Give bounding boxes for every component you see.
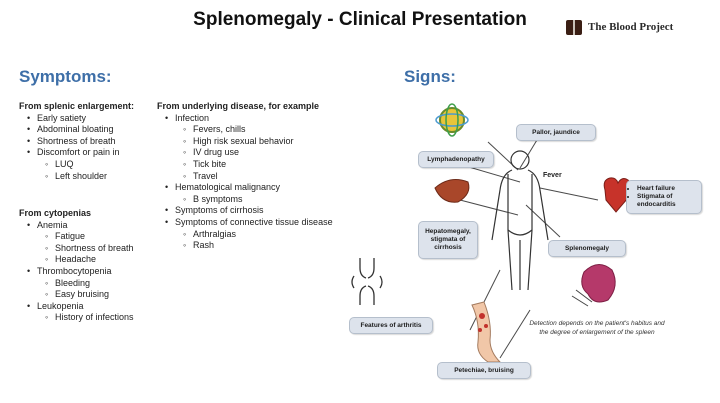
group-heading: From splenic enlargement: <box>19 101 135 111</box>
cytopenias-group: From cytopenias AnemiaFatigueShortness o… <box>19 208 169 324</box>
heart-sign-list: Heart failure Stigmata of endocarditis <box>627 185 701 209</box>
sub-item: IV drug use <box>157 147 367 159</box>
list-item: Infection <box>157 113 367 125</box>
human-body-icon <box>491 150 549 291</box>
list-item: Anemia <box>19 220 169 232</box>
knee-joint-icon <box>351 258 383 305</box>
sign-splenomegaly: Splenomegaly <box>548 240 626 257</box>
sign-petechiae: Petechiae, bruising <box>437 362 531 379</box>
group-heading: From cytopenias <box>19 208 92 218</box>
list-item: Symptoms of connective tissue disease <box>157 217 367 229</box>
sub-item: Left shoulder <box>19 171 169 183</box>
list-item: Thrombocytopenia <box>19 266 169 278</box>
heart-sign-item: Stigmata of endocarditis <box>637 193 701 209</box>
list-item: Discomfort or pain in <box>19 147 169 159</box>
underlying-disease-group: From underlying disease, for example Inf… <box>157 101 367 252</box>
sub-item: Travel <box>157 171 367 183</box>
spleen-detection-note: Detection depends on the patient's habit… <box>529 320 665 336</box>
group-heading: From underlying disease, for example <box>157 101 320 111</box>
sub-item: Headache <box>19 254 169 266</box>
sub-item: Rash <box>157 240 367 252</box>
lymph-node-icon <box>435 103 469 137</box>
sub-item: Easy bruising <box>19 289 169 301</box>
spleen-icon <box>571 264 616 307</box>
symptoms-heading: Symptoms: <box>19 67 112 86</box>
list-item: Early satiety <box>19 113 169 125</box>
signs-diagram <box>351 103 632 363</box>
symptom-list: InfectionFevers, chillsHigh risk sexual … <box>157 113 367 252</box>
sub-item: Shortness of breath <box>19 243 169 255</box>
sub-item: Fatigue <box>19 231 169 243</box>
liver-icon <box>434 179 470 203</box>
list-item: Abdominal bloating <box>19 124 169 136</box>
splenic-enlargement-group: From splenic enlargement: Early satietyA… <box>19 101 169 182</box>
list-item: Shortness of breath <box>19 136 169 148</box>
page-title: Splenomegaly - Clinical Presentation <box>193 9 527 30</box>
sign-heart: Heart failure Stigmata of endocarditis <box>626 180 702 214</box>
sub-item: B symptoms <box>157 194 367 206</box>
list-item: Leukopenia <box>19 301 169 313</box>
sign-hepatomegaly: Hepatomegaly, stigmata of cirrhosis <box>418 221 478 259</box>
sign-pallor-jaundice: Pallor, jaundice <box>516 124 596 141</box>
sub-item: Tick bite <box>157 159 367 171</box>
sign-arthritis: Features of arthritis <box>349 317 433 334</box>
book-logo-icon <box>566 20 582 35</box>
symptom-list: Early satietyAbdominal bloatingShortness… <box>19 113 169 183</box>
sign-lymphadenopathy: Lymphadenopathy <box>418 151 494 168</box>
logo-text: The Blood Project <box>588 21 674 33</box>
symptom-list: AnemiaFatigueShortness of breathHeadache… <box>19 220 169 324</box>
heart-sign-item: Heart failure <box>637 185 701 193</box>
bruised-leg-icon <box>471 301 502 363</box>
list-item: Hematological malignancy <box>157 182 367 194</box>
sub-item: Bleeding <box>19 278 169 290</box>
sub-item: Fevers, chills <box>157 124 367 136</box>
signs-heading: Signs: <box>404 67 456 86</box>
brand-logo: The Blood Project <box>566 18 686 40</box>
sub-item: History of infections <box>19 312 169 324</box>
sub-item: LUQ <box>19 159 169 171</box>
sign-fever: Fever <box>543 172 562 179</box>
sub-item: Arthralgias <box>157 229 367 241</box>
sub-item: High risk sexual behavior <box>157 136 367 148</box>
list-item: Symptoms of cirrhosis <box>157 205 367 217</box>
